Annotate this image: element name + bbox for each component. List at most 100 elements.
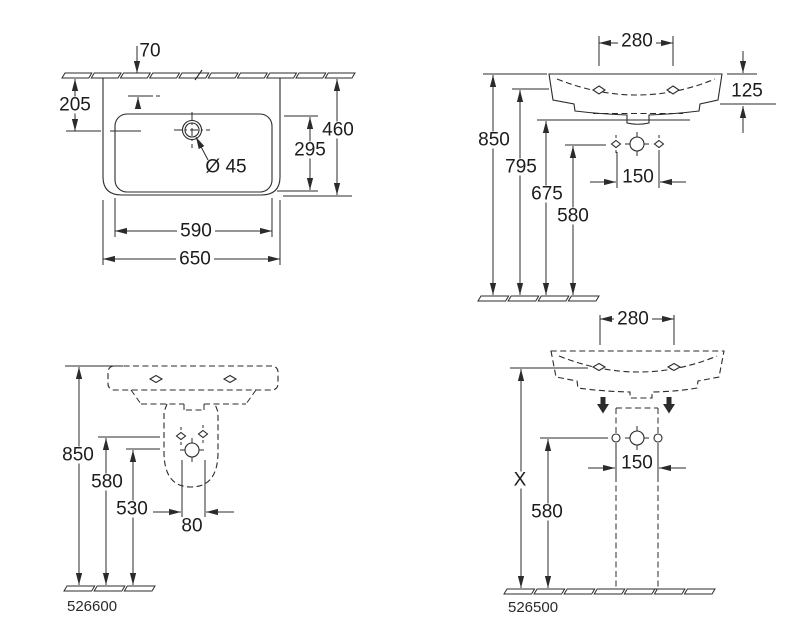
floor-hatch-pedestal bbox=[503, 588, 716, 595]
dim-850-rear-group: 850 bbox=[59, 365, 123, 585]
dim-trap-height: 530 bbox=[116, 499, 148, 520]
dim-overall-depth: 460 bbox=[322, 120, 354, 141]
floor-hatch-rear bbox=[63, 585, 156, 592]
hatch-segment bbox=[683, 588, 716, 595]
rear-view: 850 580 530 80 526600 bbox=[59, 365, 279, 615]
dim-530-group: 530 bbox=[113, 448, 160, 585]
hatch-segment bbox=[477, 295, 510, 302]
hatch-segment bbox=[123, 585, 156, 592]
fixing-hole-right bbox=[222, 374, 238, 384]
dim-rim-height: 850 bbox=[62, 445, 94, 466]
hatch-segment bbox=[503, 588, 536, 595]
dim-bracket-spacing: 150 bbox=[621, 453, 653, 474]
fixing-hole-left bbox=[592, 85, 606, 95]
pedestal-view: 280 X 580 150 526500 bbox=[503, 309, 725, 616]
dim-pipe-spacing: 80 bbox=[181, 516, 202, 537]
supply-symbol-left bbox=[175, 431, 187, 441]
bracket-symbol-right bbox=[653, 139, 665, 149]
drain-leader-line bbox=[195, 136, 209, 161]
basin-shoulder-hidden bbox=[130, 389, 257, 411]
dim-bowl-depth: 295 bbox=[294, 140, 326, 161]
dim-280-pedestal-group: 280 bbox=[599, 309, 675, 345]
dim-bracket-spacing: 150 bbox=[622, 167, 654, 188]
hatch-segment bbox=[653, 588, 686, 595]
fixing-hole-right bbox=[666, 85, 680, 95]
hatch-segment bbox=[207, 72, 239, 79]
wall-hatch bbox=[61, 72, 356, 79]
dim-70-group: 70 bbox=[128, 41, 161, 109]
assembly-arrow-left bbox=[597, 397, 609, 414]
dim-295-group: 295 bbox=[277, 115, 329, 192]
dim-tap-to-wall: 70 bbox=[139, 41, 160, 62]
dim-bowl-width: 590 bbox=[180, 221, 212, 242]
dim-wall-to-drain: 205 bbox=[59, 95, 91, 116]
trap-cover-hidden-outline bbox=[163, 403, 219, 488]
assembly-arrow-right bbox=[663, 397, 675, 414]
drain-hole bbox=[174, 112, 210, 148]
dim-80-group: 80 bbox=[153, 460, 234, 537]
hatch-segment bbox=[593, 588, 626, 595]
hatch-segment bbox=[119, 72, 152, 79]
hatch-segment bbox=[61, 72, 93, 79]
basin-bowl-outline bbox=[114, 113, 273, 193]
hatch-segment bbox=[507, 295, 540, 302]
hatch-segment bbox=[236, 72, 269, 79]
dim-580-front-group: 580 bbox=[554, 144, 606, 295]
hatch-segment bbox=[563, 588, 596, 595]
floor-hatch-front bbox=[477, 295, 600, 302]
dim-150-pedestal-group: 150 bbox=[588, 445, 686, 476]
hatch-segment bbox=[265, 72, 298, 79]
hatch-segment bbox=[324, 72, 356, 79]
basin-hidden-outline bbox=[550, 350, 725, 399]
dim-675-group: 675 bbox=[528, 119, 690, 295]
dim-280-front-group: 280 bbox=[598, 31, 674, 66]
hatch-segment bbox=[63, 585, 96, 592]
trap-connection-symbols bbox=[175, 425, 209, 462]
product-code-526600: 526600 bbox=[67, 598, 117, 615]
dim-580-rear-group: 580 bbox=[88, 436, 160, 585]
dim-460-group: 460 bbox=[283, 79, 357, 197]
hatch-segment bbox=[623, 588, 656, 595]
pedestal-connection-symbols bbox=[611, 426, 663, 450]
drain-connection-symbol bbox=[629, 136, 645, 152]
hatch-segment bbox=[537, 295, 570, 302]
dim-fixing-height: 580 bbox=[531, 502, 563, 523]
wall-break-mark bbox=[194, 69, 203, 81]
dim-650-group: 650 bbox=[102, 200, 281, 270]
fixing-hole-right bbox=[666, 362, 682, 372]
dim-590-group: 590 bbox=[114, 198, 273, 242]
hatch-segment bbox=[93, 585, 126, 592]
dim-fixing-hole-height: 795 bbox=[505, 157, 537, 178]
drain-connection-symbol bbox=[629, 430, 645, 446]
bowl-rim-hidden-curve bbox=[558, 355, 718, 373]
hatch-segment bbox=[148, 72, 181, 79]
hatch-segment bbox=[90, 72, 122, 79]
basin-outer-outline bbox=[102, 78, 281, 196]
mounting-symbols bbox=[610, 132, 665, 156]
dim-x-group: X bbox=[510, 367, 588, 588]
hatch-segment bbox=[533, 588, 566, 595]
dim-fixing-height: 580 bbox=[91, 472, 123, 493]
dim-fixing-hole-spacing: 280 bbox=[617, 309, 649, 330]
dim-installation-height: X bbox=[514, 470, 527, 491]
basin-rear-hidden-outline bbox=[107, 365, 279, 391]
dim-drain-diameter: Ø 45 bbox=[205, 157, 246, 178]
front-view: 280 125 850 795 675 bbox=[475, 31, 776, 302]
dim-bracket-height: 580 bbox=[557, 206, 589, 227]
dim-795-group: 795 bbox=[502, 88, 549, 295]
supply-symbol-right bbox=[197, 429, 209, 439]
fixing-hole-left bbox=[148, 374, 164, 384]
hatch-segment bbox=[178, 72, 210, 79]
pedestal-hidden-outline bbox=[615, 407, 659, 590]
bracket-symbol-left bbox=[611, 433, 621, 443]
bowl-rim-hidden-curve bbox=[556, 78, 716, 96]
dim-205-group: 205 bbox=[56, 79, 141, 132]
dim-underside-height: 675 bbox=[531, 184, 563, 205]
dim-125-group: 125 bbox=[720, 51, 776, 133]
hatch-segment bbox=[295, 72, 327, 79]
dim-580-pedestal-group: 580 bbox=[528, 437, 608, 588]
dim-850-front-group: 850 bbox=[475, 73, 547, 295]
hatch-segment bbox=[567, 295, 600, 302]
